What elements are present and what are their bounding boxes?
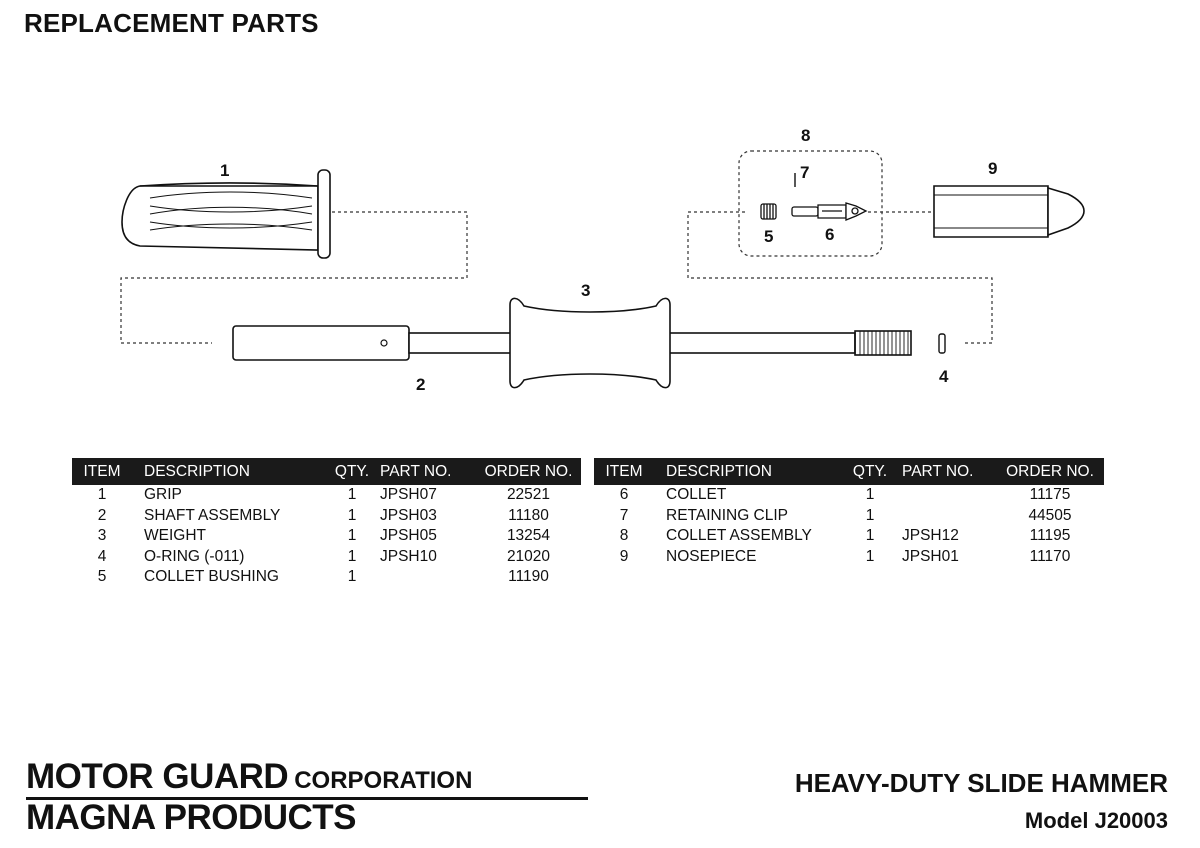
nosepiece-part <box>933 185 1085 238</box>
exploded-parts-diagram: 1 2 3 4 5 6 7 8 9 <box>120 126 1085 394</box>
callout-9: 9 <box>988 159 997 178</box>
cell-part-no <box>894 506 996 527</box>
parts-table-left: ITEM DESCRIPTION QTY. PART NO. ORDER NO.… <box>72 458 581 588</box>
table-row: 8 COLLET ASSEMBLY 1 JPSH12 11195 <box>594 526 1104 547</box>
cell-qty: 1 <box>865 547 875 565</box>
table-row: 7 RETAINING CLIP 1 44505 <box>594 506 1104 527</box>
brand-line2: MAGNA PRODUCTS <box>26 798 357 837</box>
callout-4: 4 <box>939 367 949 386</box>
table-row: 6 COLLET 1 11175 <box>594 485 1104 506</box>
callout-8: 8 <box>801 126 810 145</box>
cell-part-no <box>372 567 476 588</box>
cell-description: COLLET BUSHING <box>144 568 279 586</box>
leader-lines <box>120 150 993 344</box>
cell-description: SHAFT ASSEMBLY <box>144 506 281 524</box>
cell-part-no: JPSH10 <box>380 547 437 565</box>
cell-part-no: JPSH05 <box>380 527 437 545</box>
callout-2: 2 <box>416 375 425 394</box>
cell-order-no: 21020 <box>506 547 551 565</box>
cell-description: RETAINING CLIP <box>666 506 789 524</box>
cell-part-no: JPSH01 <box>902 547 959 565</box>
cell-qty: 1 <box>865 506 875 524</box>
cell-qty: 1 <box>865 527 875 545</box>
cell-part-no: JPSH07 <box>380 486 437 504</box>
cell-order-no: 11170 <box>1029 547 1071 565</box>
header-item: ITEM <box>594 458 654 485</box>
cell-description: COLLET <box>666 486 727 504</box>
header-qty: QTY. <box>332 458 372 485</box>
cell-order-no: 13254 <box>506 527 551 545</box>
brand-divider <box>26 797 588 800</box>
cell-order-no: 11180 <box>508 506 549 524</box>
table-row: 1 GRIP 1 JPSH07 22521 <box>72 485 581 506</box>
cell-order-no: 44505 <box>1028 506 1072 524</box>
cell-description: O-RING (-011) <box>144 547 245 565</box>
header-item: ITEM <box>72 458 132 485</box>
cell-part-no: JPSH12 <box>902 527 959 545</box>
cell-item: 9 <box>619 547 629 565</box>
cell-description: WEIGHT <box>144 527 206 545</box>
product-name: HEAVY-DUTY SLIDE HAMMER <box>794 768 1168 798</box>
callout-3: 3 <box>581 281 590 300</box>
cell-description: COLLET ASSEMBLY <box>666 527 812 545</box>
cell-item: 6 <box>619 486 629 504</box>
header-part-no: PART NO. <box>372 458 476 485</box>
grip-part <box>121 169 331 259</box>
model-number: Model J20003 <box>1024 808 1168 833</box>
table-header: ITEM DESCRIPTION QTY. PART NO. ORDER NO. <box>594 458 1104 485</box>
table-header: ITEM DESCRIPTION QTY. PART NO. ORDER NO. <box>72 458 581 485</box>
shaft-thread <box>859 331 909 355</box>
header-order-no: ORDER NO. <box>476 458 581 485</box>
cell-order-no: 11190 <box>508 568 549 586</box>
cell-item: 7 <box>619 506 629 524</box>
collet-part <box>791 202 868 221</box>
cell-order-no: 11195 <box>1029 527 1071 545</box>
cell-order-no: 22521 <box>506 486 551 504</box>
table-row: 4 O-RING (-011) 1 JPSH10 21020 <box>72 547 581 568</box>
cell-qty: 1 <box>347 547 357 565</box>
cell-order-no: 11175 <box>1029 486 1071 504</box>
table-row: 5 COLLET BUSHING 1 11190 <box>72 567 581 588</box>
header-part-no: PART NO. <box>894 458 996 485</box>
table-row: 3 WEIGHT 1 JPSH05 13254 <box>72 526 581 547</box>
header-description: DESCRIPTION <box>654 458 846 485</box>
callout-1: 1 <box>220 161 229 180</box>
cell-qty: 1 <box>865 486 875 504</box>
cell-item: 1 <box>97 486 107 504</box>
cell-qty: 1 <box>347 486 357 504</box>
callout-7: 7 <box>800 163 809 182</box>
cell-item: 3 <box>97 527 107 545</box>
table-row: 2 SHAFT ASSEMBLY 1 JPSH03 11180 <box>72 506 581 527</box>
weight-part <box>509 297 671 389</box>
page-title: REPLACEMENT PARTS <box>24 8 319 38</box>
collet-bushing-part <box>760 203 777 220</box>
callout-6: 6 <box>825 225 834 244</box>
cell-description: NOSEPIECE <box>666 547 757 565</box>
cell-item: 5 <box>97 568 107 586</box>
header-qty: QTY. <box>846 458 894 485</box>
header-order-no: ORDER NO. <box>996 458 1104 485</box>
oring-part <box>938 333 946 354</box>
header-description: DESCRIPTION <box>132 458 332 485</box>
cell-part-no: JPSH03 <box>380 506 437 524</box>
cell-item: 4 <box>97 547 107 565</box>
cell-item: 2 <box>97 506 107 524</box>
cell-part-no <box>894 485 996 506</box>
parts-table-right: ITEM DESCRIPTION QTY. PART NO. ORDER NO.… <box>594 458 1104 567</box>
cell-description: GRIP <box>144 486 182 504</box>
cell-item: 8 <box>619 527 629 545</box>
callout-5: 5 <box>764 227 773 246</box>
brand-suffix: CORPORATION <box>294 767 473 794</box>
brand-main: MOTOR GUARD <box>26 757 289 796</box>
cell-qty: 1 <box>347 568 357 586</box>
cell-qty: 1 <box>347 506 357 524</box>
table-row: 9 NOSEPIECE 1 JPSH01 11170 <box>594 547 1104 568</box>
cell-qty: 1 <box>347 527 357 545</box>
